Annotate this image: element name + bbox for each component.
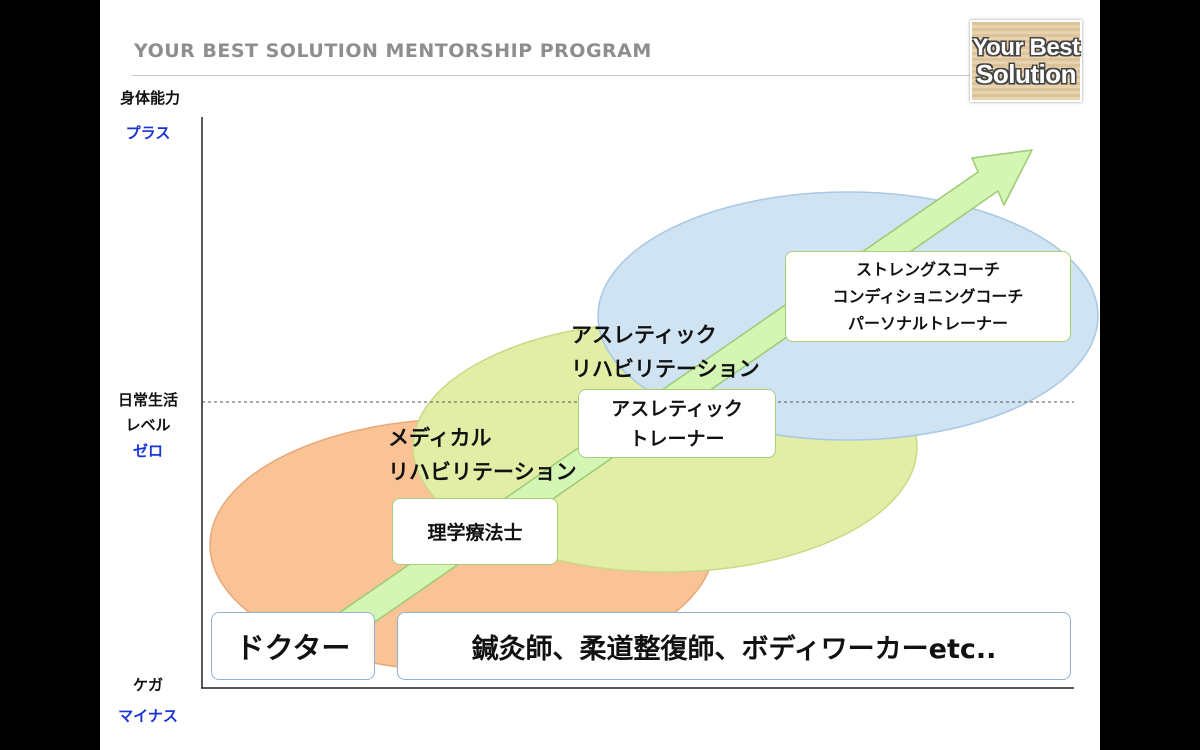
physical-therapist-box: 理学療法士: [392, 498, 558, 565]
medical-rehab-line-2: リハビリテーション: [388, 460, 577, 484]
header-divider: [132, 75, 1032, 76]
logo-line-1: Your Best: [972, 34, 1080, 61]
coach-line-1: ストレングスコーチ: [855, 260, 1000, 279]
athletic-rehab-line-1: アスレティック: [571, 323, 717, 347]
coach-box: ストレングスコーチ コンディショニングコーチ パーソナルトレーナー: [785, 251, 1071, 342]
coach-line-3: パーソナルトレーナー: [847, 314, 1008, 333]
athletic-rehab-line-2: リハビリテーション: [571, 357, 760, 381]
doctor-box: ドクター: [211, 612, 375, 680]
axis-mid-title-1: 日常生活: [117, 391, 178, 409]
coach-line-2: コンディショニングコーチ: [832, 287, 1024, 306]
axis-mid-value: ゼロ: [132, 442, 163, 460]
axis-bottom-title: ケガ: [132, 676, 163, 694]
logo-line-2: Solution: [976, 59, 1076, 89]
bodyworkers-box: 鍼灸師、柔道整復師、ボディワーカーetc..: [397, 612, 1071, 680]
athletic-trainer-box: アスレティック トレーナー: [578, 389, 776, 458]
brand-logo: Your Best Solution: [970, 20, 1082, 102]
athletic-trainer-line-2: トレーナー: [629, 427, 725, 450]
medical-rehab-line-1: メディカル: [388, 426, 492, 450]
slide: YOUR BEST SOLUTION MENTORSHIP PROGRAM Yo…: [100, 0, 1100, 750]
header-title: YOUR BEST SOLUTION MENTORSHIP PROGRAM: [134, 40, 652, 62]
athletic-rehab-label: アスレティック リハビリテーション: [571, 318, 760, 386]
athletic-trainer-line-1: アスレティック: [611, 397, 743, 420]
axis-top-title: 身体能力: [119, 89, 180, 107]
axis-top-value: プラス: [125, 124, 171, 142]
axis-bottom-value: マイナス: [118, 707, 178, 725]
axis-mid-title-2: レベル: [125, 416, 171, 434]
medical-rehab-label: メディカル リハビリテーション: [388, 421, 577, 489]
